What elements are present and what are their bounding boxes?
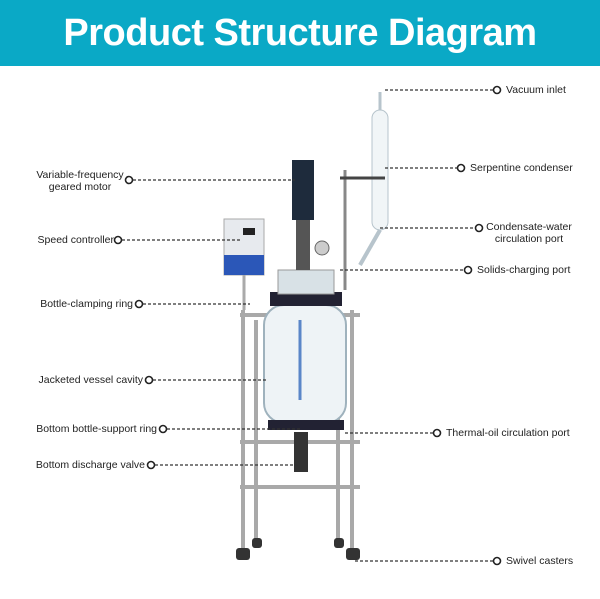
support-ring — [268, 420, 344, 430]
label-speed-controller: Speed controller — [37, 234, 114, 246]
label-vessel-cavity: Jacketed vessel cavity — [38, 374, 143, 386]
page-title: Product Structure Diagram — [63, 11, 537, 54]
clamping-ring — [270, 292, 342, 306]
label-casters: Swivel casters — [506, 555, 574, 567]
discharge-valve — [294, 432, 308, 472]
leader-markers — [113, 85, 502, 566]
motor — [292, 160, 314, 220]
condenser — [371, 109, 389, 231]
label-support-ring: Bottom bottle-support ring — [36, 423, 157, 435]
header-banner: Product Structure Diagram — [0, 0, 600, 66]
label-solids-port: Solids-charging port — [477, 264, 571, 276]
leader-lines — [122, 89, 493, 562]
label-vacuum-inlet: Vacuum inlet — [506, 84, 566, 96]
vessel — [263, 304, 347, 424]
casters — [236, 538, 360, 560]
label-clamping-ring: Bottle-clamping ring — [40, 298, 133, 310]
label-condenser: Serpentine condenser — [470, 162, 573, 174]
label-thermal-oil-port: Thermal-oil circulation port — [446, 427, 570, 439]
lid — [277, 269, 335, 295]
label-discharge-valve: Bottom discharge valve — [35, 459, 145, 471]
